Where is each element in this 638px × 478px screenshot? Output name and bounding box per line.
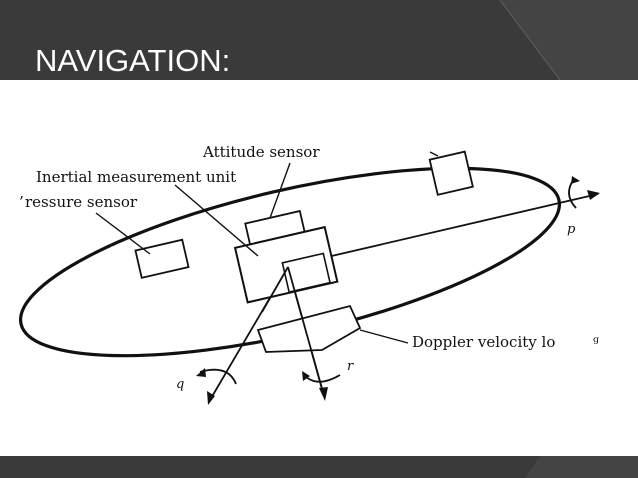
attitude-sensor-label: Attitude sensor xyxy=(202,143,320,161)
header-band: NAVIGATION: xyxy=(0,0,638,80)
pressure-leader-line xyxy=(95,212,151,255)
footer-accent-shape xyxy=(525,456,638,478)
dvl-box xyxy=(256,304,362,353)
top-sensor-box xyxy=(428,150,474,196)
pressure-sensor-label-partial: ’ xyxy=(19,193,24,211)
q-rotation-arrowhead xyxy=(196,368,206,377)
header-accent-line xyxy=(499,0,561,80)
dvl-leader-line xyxy=(359,329,409,344)
footer-band xyxy=(0,456,638,478)
header-accent-shape xyxy=(500,0,638,80)
q-axis-label: q xyxy=(176,377,184,392)
q-axis-over-box xyxy=(261,266,289,313)
p-rotation-arrowhead xyxy=(571,176,580,184)
header-decoration xyxy=(499,0,638,80)
auv-diagram: Attitude sensor Inertial measurement uni… xyxy=(18,143,600,405)
p-axis-label: p xyxy=(567,222,576,237)
imu-leader-line xyxy=(174,184,259,257)
top-sensor-mark xyxy=(429,151,439,157)
p-axis-line xyxy=(279,193,599,269)
pressure-sensor-label: ressure sensor xyxy=(25,193,138,211)
p-axis-arrowhead xyxy=(587,190,600,200)
dvl-label: Doppler velocity lo xyxy=(412,333,555,351)
imu-label: Inertial measurement unit xyxy=(36,168,236,186)
r-rotation-arrow xyxy=(304,374,341,383)
attitude-leader-line xyxy=(269,162,291,219)
q-axis-arrowhead xyxy=(207,391,215,405)
r-axis-over-dvl xyxy=(287,266,325,397)
pressure-sensor-box xyxy=(134,238,190,279)
r-axis-label: r xyxy=(347,359,354,374)
imu-inner-box xyxy=(281,252,331,294)
r-rotation-arrowhead xyxy=(302,371,310,381)
dvl-label-partial: ᵍ xyxy=(593,333,599,351)
slide-title: NAVIGATION: xyxy=(35,43,231,78)
footer-decoration xyxy=(525,456,638,478)
